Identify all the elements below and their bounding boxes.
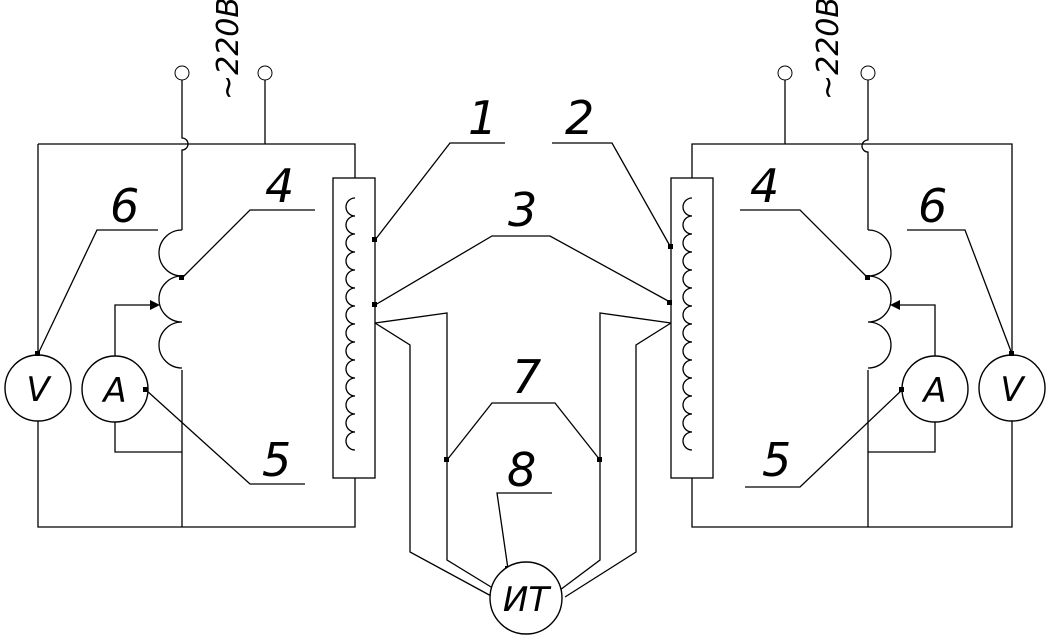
callout-2: 2: [565, 91, 594, 145]
measurement-leads: [374, 312, 672, 598]
right-callout-6: 6: [918, 179, 947, 233]
right-transformer-core: [670, 177, 714, 479]
right-leader-dot-4: [865, 275, 870, 280]
leader-dot-7-right: [597, 457, 602, 462]
measuring-instrument: [489, 561, 563, 635]
right-supply-label: ~220В: [811, 0, 846, 100]
callout-7: 7: [512, 350, 541, 404]
left-autotransformer-coil: [158, 229, 183, 369]
left-voltmeter-label: V: [26, 370, 52, 410]
right-leader-dot-5: [899, 387, 904, 392]
instrument-label: ИТ: [503, 580, 551, 620]
right-callout-4: 4: [750, 159, 779, 213]
left-slider-arrow-icon: [150, 300, 160, 310]
left-ammeter-label: A: [101, 371, 126, 411]
center-instrument: 3 7 8 ИТ: [374, 183, 672, 635]
left-leader-dot-5: [143, 387, 148, 392]
callout-1: 1: [468, 91, 497, 145]
right-transformer-winding: [682, 197, 693, 451]
right-circuit: ~220В A V 2 4 6 5: [552, 0, 1046, 528]
left-callout-6: 6: [110, 179, 139, 233]
left-transformer-core: [332, 177, 376, 479]
left-transformer-winding: [345, 197, 356, 451]
right-leader-dot-2: [668, 244, 673, 249]
leader-dot-7-left: [444, 457, 449, 462]
left-leader-dot-6: [35, 351, 40, 356]
right-terminal-2: [860, 65, 876, 81]
right-slider-arrow-icon: [890, 300, 900, 310]
left-terminal-2: [257, 65, 273, 81]
right-leaders: [552, 142, 1013, 488]
right-callout-5: 5: [762, 433, 791, 487]
left-leader-dot-3: [372, 302, 377, 307]
right-wires: [691, 80, 1013, 528]
callout-3: 3: [508, 183, 537, 237]
right-terminal-1: [777, 65, 793, 81]
left-wires: [37, 80, 356, 528]
right-leader-dot-6: [1009, 351, 1014, 356]
right-leader-dot-3: [667, 300, 672, 305]
left-leader-dot-4: [179, 275, 184, 280]
left-leaders: [37, 142, 671, 485]
right-voltmeter-label: V: [1000, 370, 1026, 410]
left-circuit: ~220В V A: [4, 0, 671, 528]
callout-8: 8: [507, 443, 536, 497]
left-leader-dot-1: [372, 237, 377, 242]
right-autotransformer-coil: [867, 229, 892, 369]
left-callout-4: 4: [265, 159, 294, 213]
left-terminal-1: [174, 65, 190, 81]
left-supply-label: ~220В: [211, 0, 246, 100]
right-ammeter-label: A: [921, 371, 946, 411]
left-callout-5: 5: [262, 433, 291, 487]
